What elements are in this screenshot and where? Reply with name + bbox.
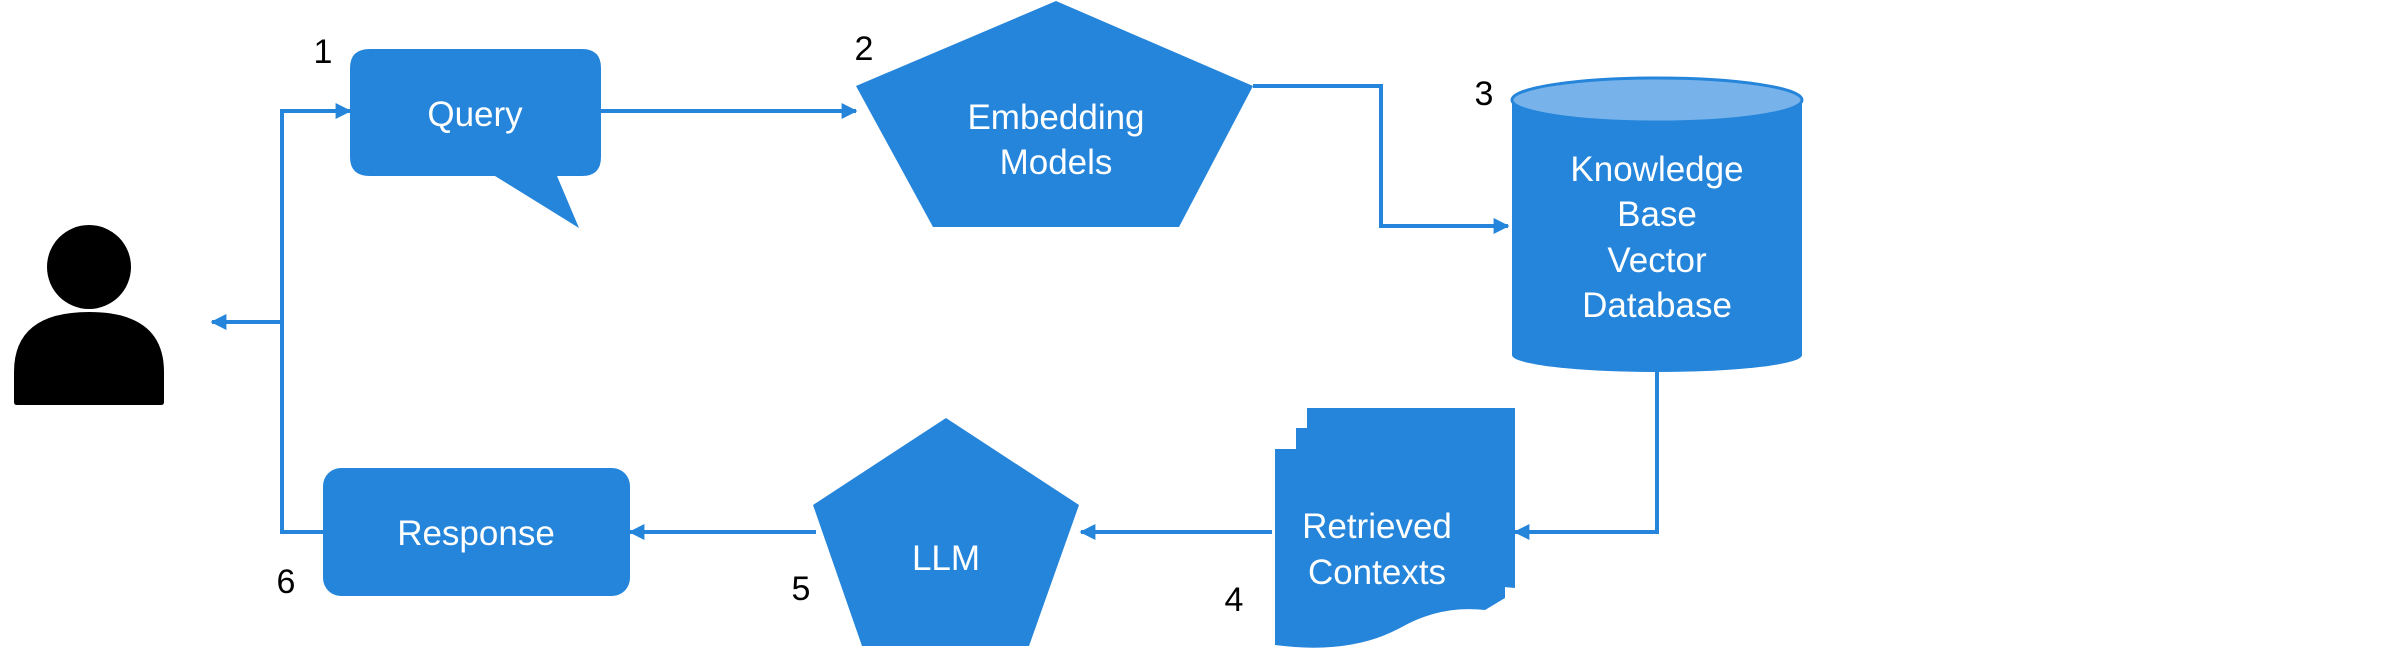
step-number-1: 1 xyxy=(314,33,333,71)
database-label-line1: Knowledge xyxy=(1570,150,1743,189)
person-icon xyxy=(14,225,164,405)
contexts-label-line1: Retrieved xyxy=(1302,507,1452,546)
line-from-response xyxy=(280,322,323,534)
embedding-label-line1: Embedding xyxy=(967,98,1144,137)
retrieved-contexts-node: Retrieved Contexts xyxy=(1275,408,1515,648)
query-label: Query xyxy=(427,95,523,134)
arrow-database-to-contexts xyxy=(1513,370,1659,540)
connectors xyxy=(210,84,1659,540)
database-label-line4: Database xyxy=(1582,286,1732,325)
llm-label: LLM xyxy=(912,539,980,578)
step-number-6: 6 xyxy=(277,563,296,601)
step-number-4: 4 xyxy=(1225,581,1244,619)
llm-node: LLM xyxy=(813,418,1079,646)
embedding-models-node: Embedding Models xyxy=(856,1,1253,227)
step-number-5: 5 xyxy=(792,570,811,608)
knowledge-base-database-node: Knowledge Base Vector Database xyxy=(1510,76,1804,372)
step-number-2: 2 xyxy=(855,30,874,68)
database-label-line2: Base xyxy=(1617,195,1697,234)
response-node: Response xyxy=(323,468,630,596)
database-label-line3: Vector xyxy=(1607,241,1707,280)
query-node: Query xyxy=(350,49,601,228)
response-label: Response xyxy=(397,514,555,553)
arrow-embedding-to-database xyxy=(1253,84,1510,234)
arrow-to-query xyxy=(280,103,352,322)
step-number-3: 3 xyxy=(1475,75,1494,113)
embedding-label-line2: Models xyxy=(1000,143,1113,182)
contexts-label-line2: Contexts xyxy=(1308,553,1446,592)
